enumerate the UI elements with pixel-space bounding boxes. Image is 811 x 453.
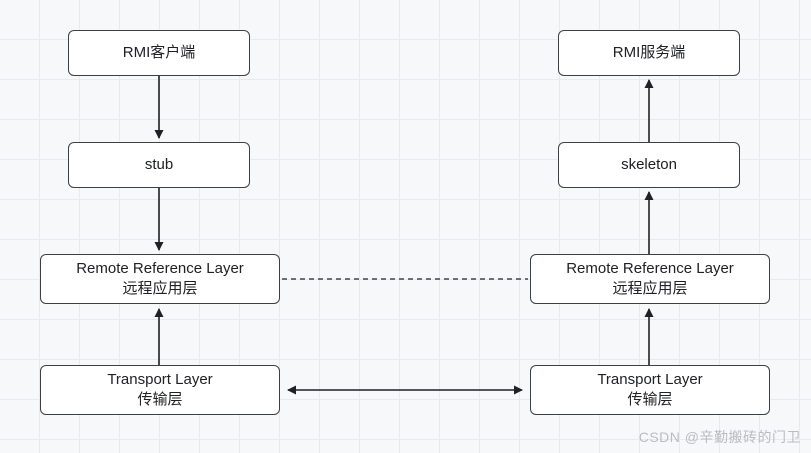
node-client-remote-reference-layer[interactable]: Remote Reference Layer 远程应用层 xyxy=(40,254,280,304)
node-rmi-server[interactable]: RMI服务端 xyxy=(558,30,740,76)
node-skeleton[interactable]: skeleton xyxy=(558,142,740,188)
node-rmi-client[interactable]: RMI客户端 xyxy=(68,30,250,76)
node-server-rrl-label-en: Remote Reference Layer xyxy=(566,260,734,277)
node-server-transport-layer[interactable]: Transport Layer 传输层 xyxy=(530,365,770,415)
node-rmi-server-label: RMI服务端 xyxy=(612,44,686,61)
node-client-rrl-label-zh: 远程应用层 xyxy=(122,280,198,297)
watermark-text: CSDN @辛勤搬砖的门卫 xyxy=(638,429,801,445)
node-stub[interactable]: stub xyxy=(68,142,250,188)
node-client-transport-label-en: Transport Layer xyxy=(107,371,213,388)
node-stub-label: stub xyxy=(144,156,174,173)
node-server-rrl-label-zh: 远程应用层 xyxy=(612,280,688,297)
node-server-transport-label-zh: 传输层 xyxy=(627,391,673,408)
node-rmi-client-label: RMI客户端 xyxy=(122,44,196,61)
node-client-transport-layer[interactable]: Transport Layer 传输层 xyxy=(40,365,280,415)
node-server-transport-label-en: Transport Layer xyxy=(597,371,703,388)
node-client-rrl-label-en: Remote Reference Layer xyxy=(76,260,244,277)
node-client-transport-label-zh: 传输层 xyxy=(137,391,183,408)
node-skeleton-label: skeleton xyxy=(621,156,677,173)
node-server-remote-reference-layer[interactable]: Remote Reference Layer 远程应用层 xyxy=(530,254,770,304)
